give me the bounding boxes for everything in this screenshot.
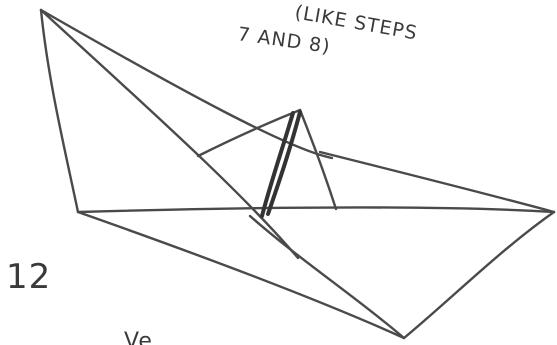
cabin-left-slope (198, 110, 300, 156)
stern-upper-edge (320, 152, 554, 212)
cabin-center-fold-inner (268, 112, 300, 214)
step-number: 12 (6, 257, 51, 297)
center-fold (250, 216, 404, 338)
note-line-2: 7 AND 8) (236, 23, 332, 58)
hull-waterline (78, 207, 554, 212)
bow-bottom-line (78, 212, 404, 338)
cabin-right-slope (300, 110, 336, 209)
cabin-center-fold (262, 113, 293, 216)
stern-lower-edge (404, 212, 554, 338)
partial-text: Ve (124, 329, 153, 345)
